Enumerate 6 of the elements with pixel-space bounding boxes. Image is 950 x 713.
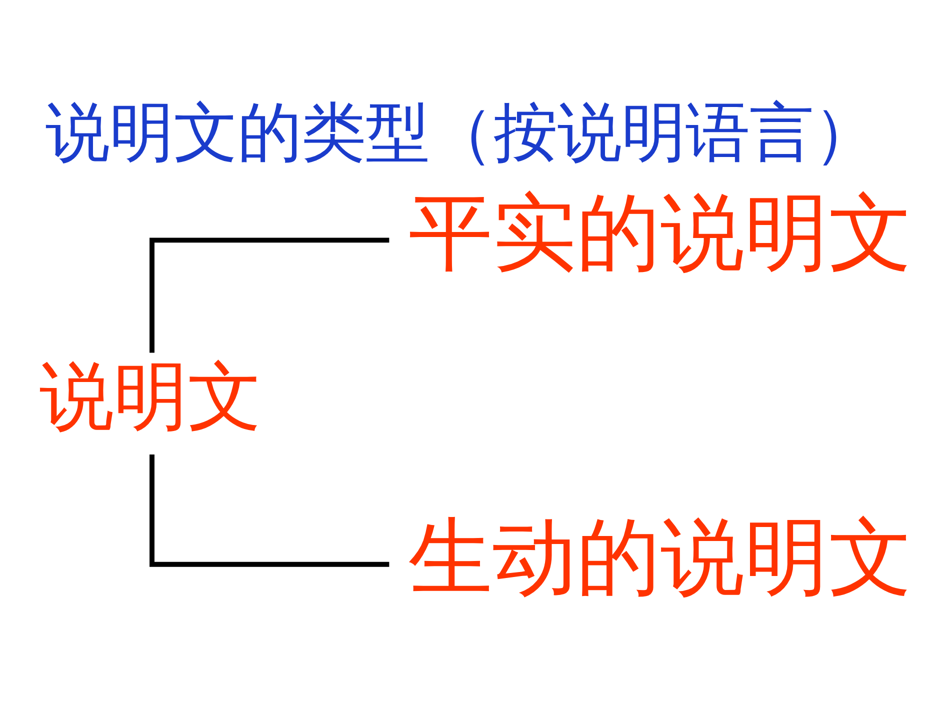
node-text: 说明文 bbox=[40, 357, 262, 440]
connector bbox=[150, 238, 390, 353]
node-text: 平实的说明文 bbox=[408, 184, 913, 282]
node-text: 生动的说明文 bbox=[408, 508, 913, 606]
diagram-title: 说明文的类型（按说明语言） bbox=[45, 95, 878, 170]
connector bbox=[150, 454, 390, 567]
